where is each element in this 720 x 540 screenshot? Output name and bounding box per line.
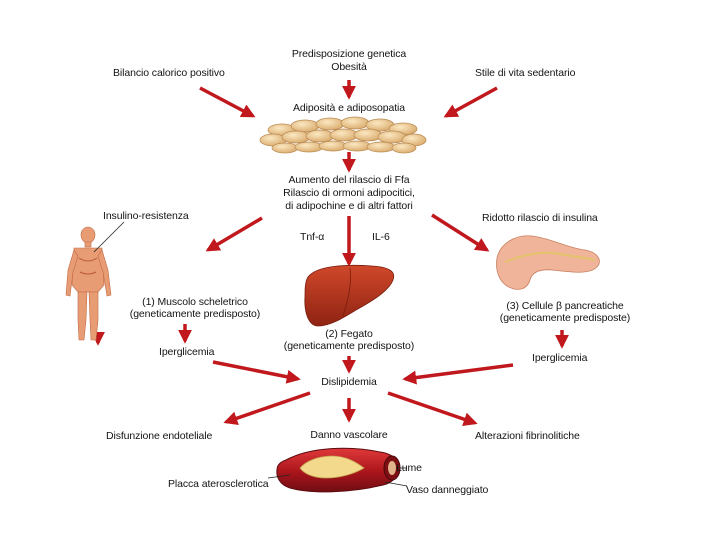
alterazioni-label: Alterazioni fibrinolitiche [475,430,580,442]
dislipidemia-label: Dislipidemia [321,376,377,388]
fegato-line-1: (2) Fegato [325,328,373,340]
arrow-aumento-pancreas [431,213,490,252]
lume-label: Lume [396,462,422,474]
aumento-line-3: di adipochine e di altri fattori [285,200,413,212]
plaque-shape [299,455,365,479]
vaso-label: Vaso danneggiato [406,484,489,496]
insulino-label: Insulino-resistenza [103,210,189,222]
arrows [91,80,569,426]
arrow-bilancio-adiposita [199,86,256,118]
arrow-iperglicemia-right-dislipidemia [402,363,514,385]
ridotto-label: Ridotto rilascio di insulina [482,212,598,224]
arrow-dislipidemia-alterazioni [387,391,478,426]
tnf-label: Tnf-α [300,231,325,243]
obesita-label: Obesità [331,61,367,73]
predisposizione-label: Predisposizione genetica [291,48,407,60]
iperglicemia-left-label: Iperglicemia [159,346,215,358]
cellule-line-2: (geneticamente predisposte) [499,312,631,324]
insulino-pointer-line [93,221,125,253]
liver-image [304,264,395,327]
pancreas-image [496,235,600,290]
cellule-line-1: (3) Cellule β pancreatiche [506,300,624,312]
adiposita-label: Adiposità e adiposopatia [292,102,406,114]
muscolo-line-1: (1) Muscolo scheletrico [142,296,248,308]
adipocytes-image [259,116,427,154]
aumento-line-1: Aumento del rilascio di Ffa [288,174,410,186]
body-figure-image [65,226,112,341]
disfunzione-label: Disfunzione endoteliale [106,430,213,442]
il6-label: IL-6 [372,231,390,243]
aumento-line-2: Rilascio di ormoni adipocitici, [283,187,415,199]
muscolo-line-2: (geneticamente predisposto) [129,308,261,320]
bilancio-label: Bilancio calorico positivo [113,67,225,79]
iperglicemia-right-label: Iperglicemia [532,352,588,364]
placca-label: Placca aterosclerotica [168,478,269,490]
vessel-image [267,447,408,493]
fegato-line-2: (geneticamente predisposto) [283,340,415,352]
arrow-stile-adiposita [443,86,498,118]
danno-label: Danno vascolare [310,429,388,441]
arrow-iperglicemia-left-dislipidemia [212,360,301,384]
stile-label: Stile di vita sedentario [475,67,576,79]
arrow-dislipidemia-disfunzione [223,391,311,425]
arrow-aumento-muscolo [205,216,263,252]
